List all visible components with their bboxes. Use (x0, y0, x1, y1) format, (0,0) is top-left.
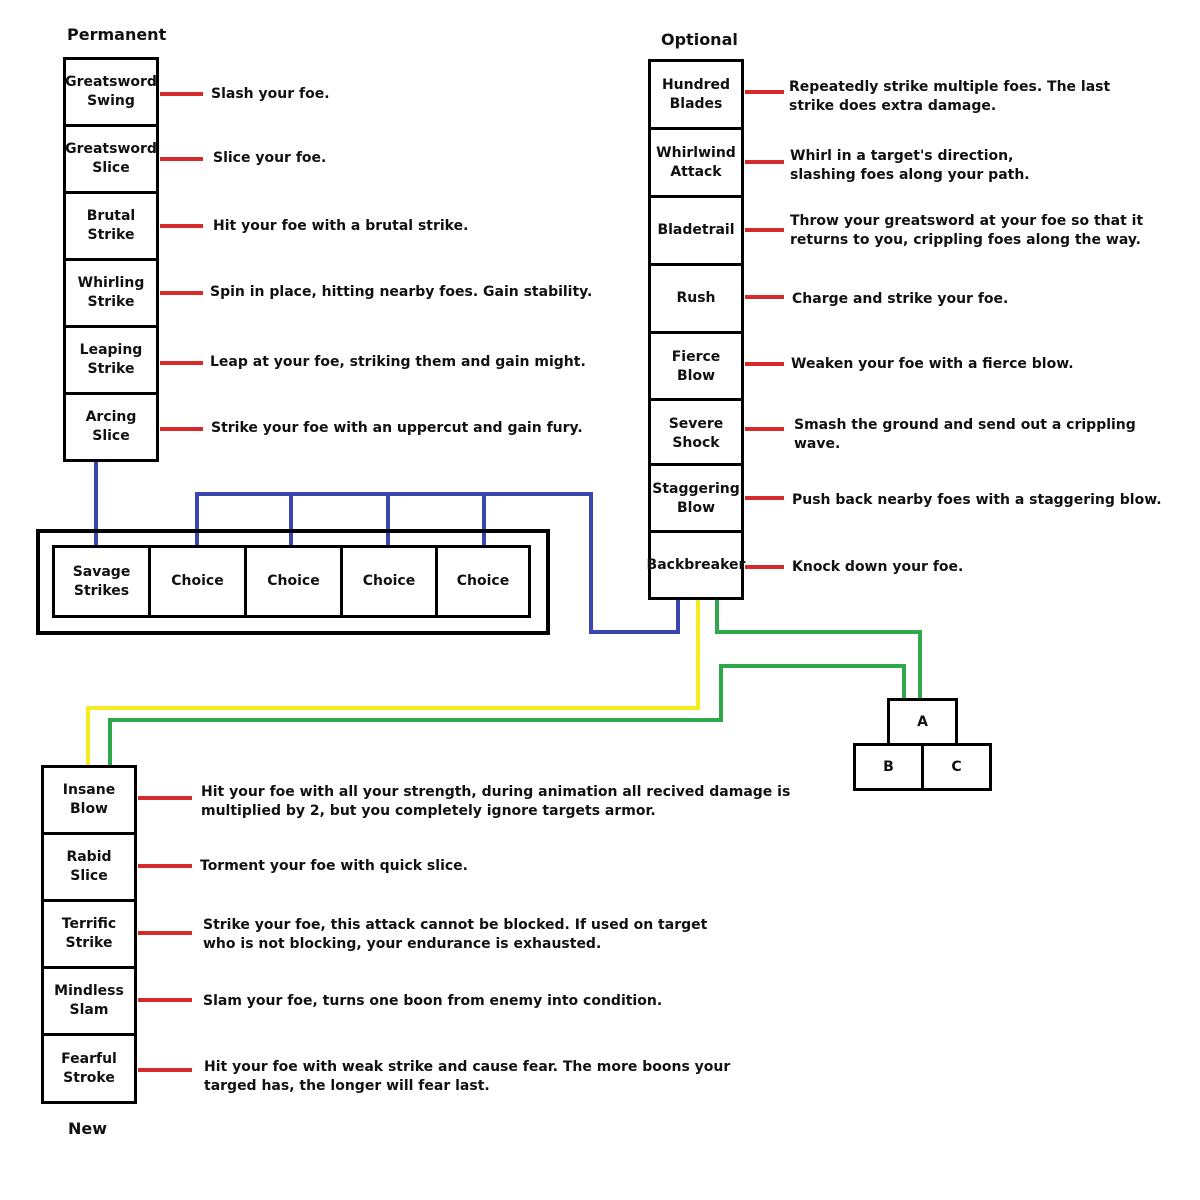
skill-description: Strike your foe with an uppercut and gai… (211, 420, 583, 436)
connector-new-to-abc (108, 664, 906, 767)
heading-new: New (68, 1119, 108, 1138)
skill-bladetrail[interactable]: Bladetrail (648, 195, 744, 266)
connector-backbreaker-to-abc (715, 600, 922, 700)
skill-label: Leaping Strike (79, 342, 143, 377)
block-a[interactable]: A (887, 698, 958, 746)
skill-description: Knock down your foe. (792, 559, 964, 575)
skill-label: Fearful Stroke (61, 1050, 117, 1086)
skill-label: Severe Shock (668, 415, 724, 451)
skill-description: Hit your foe with a brutal strike. (213, 218, 469, 234)
skill-bar-choice-2[interactable]: Choice (244, 545, 343, 618)
skill-description: Slash your foe. (211, 86, 330, 102)
skill-greatsword-slice[interactable]: Greatsword Slice (63, 124, 159, 194)
skill-description: Slice your foe. (213, 150, 327, 166)
heading-optional: Optional (661, 30, 738, 49)
skill-description: Repeatedly strike multiple foes. The las… (789, 79, 1111, 114)
skill-label: Insane Blow (62, 782, 116, 817)
skill-label: Arcing Slice (85, 409, 137, 444)
skill-description: Spin in place, hitting nearby foes. Gain… (210, 284, 593, 300)
skill-description: Charge and strike your foe. (792, 291, 1009, 307)
skill-bar-frame (36, 529, 550, 635)
skill-description: Smash the ground and send out a cripplin… (794, 417, 1136, 452)
skill-bar-choice-3[interactable]: Choice (340, 545, 438, 618)
skill-description: Strike your foe, this attack cannot be b… (203, 917, 708, 952)
skill-label: Hundred Blades (661, 76, 731, 112)
skill-leaping-strike[interactable]: Leaping Strike (63, 325, 159, 395)
skill-label: Fierce Blow (671, 348, 721, 384)
block-label: A (917, 713, 928, 730)
skill-label: Staggering Blow (652, 480, 740, 516)
skill-rush[interactable]: Rush (648, 263, 744, 334)
skill-arcing-slice[interactable]: Arcing Slice (63, 392, 159, 462)
skill-description: Torment your foe with quick slice. (200, 858, 468, 874)
skill-severe-shock[interactable]: Severe Shock (648, 398, 744, 469)
skill-whirling-strike[interactable]: Whirling Strike (63, 258, 159, 328)
skill-bar-choice-1[interactable]: Choice (148, 545, 247, 618)
skill-description: Whirl in a target's direction, slashing … (790, 148, 1030, 183)
skill-brutal-strike[interactable]: Brutal Strike (63, 191, 159, 261)
skill-bar-savage-strikes[interactable]: Savage Strikes (52, 545, 151, 618)
block-b[interactable]: B (853, 743, 924, 791)
skill-label: Terrific Strike (61, 916, 117, 951)
heading-permanent: Permanent (67, 25, 167, 44)
skill-label: Rabid Slice (66, 849, 112, 884)
skill-hundred-blades[interactable]: Hundred Blades (648, 59, 744, 130)
skill-bar-label: Choice (456, 573, 510, 589)
skill-description: Slam your foe, turns one boon from enemy… (203, 993, 663, 1009)
skill-insane-blow[interactable]: Insane Blow (41, 765, 137, 835)
connector-backbreaker-to-new-yellow (86, 600, 700, 767)
skill-whirlwind-attack[interactable]: Whirlwind Attack (648, 127, 744, 198)
skill-label: Backbreaker (646, 556, 746, 573)
skill-description: Hit your foe with all your strength, dur… (201, 784, 791, 819)
skill-bar-label: Choice (267, 573, 320, 589)
skill-label: Greatsword Slice (65, 141, 157, 176)
skill-staggering-blow[interactable]: Staggering Blow (648, 463, 744, 534)
skill-bar-label: Savage Strikes (72, 563, 131, 599)
skill-bar-label: Choice (362, 573, 416, 589)
skill-label: Bladetrail (657, 222, 735, 238)
skill-label: Rush (676, 290, 716, 306)
skill-bar-label: Choice (171, 573, 224, 589)
skill-rabid-slice[interactable]: Rabid Slice (41, 832, 137, 902)
block-label: C (951, 758, 962, 775)
skill-terrific-strike[interactable]: Terrific Strike (41, 899, 137, 969)
skill-label: Whirlwind Attack (656, 144, 736, 180)
skill-label: Brutal Strike (86, 208, 136, 243)
skill-description: Weaken your foe with a fierce blow. (791, 356, 1074, 372)
skill-description: Push back nearby foes with a staggering … (792, 492, 1162, 508)
skill-description: Leap at your foe, striking them and gain… (210, 354, 586, 370)
skill-greatsword-swing[interactable]: Greatsword Swing (63, 57, 159, 127)
skill-description: Hit your foe with weak strike and cause … (204, 1059, 731, 1094)
block-c[interactable]: C (921, 743, 992, 791)
skill-mindless-slam[interactable]: Mindless Slam (41, 966, 137, 1036)
skill-bar-choice-4[interactable]: Choice (435, 545, 531, 618)
skill-label: Mindless Slam (54, 983, 124, 1018)
skill-fearful-stroke[interactable]: Fearful Stroke (41, 1033, 137, 1104)
block-label: B (883, 758, 894, 775)
skill-description: Throw your greatsword at your foe so tha… (790, 213, 1144, 248)
skill-fierce-blow[interactable]: Fierce Blow (648, 331, 744, 402)
connector-optional-to-choices (195, 492, 680, 634)
skill-label: Greatsword Swing (65, 74, 157, 109)
skill-label: Whirling Strike (77, 275, 145, 310)
skill-backbreaker[interactable]: Backbreaker (646, 530, 746, 600)
